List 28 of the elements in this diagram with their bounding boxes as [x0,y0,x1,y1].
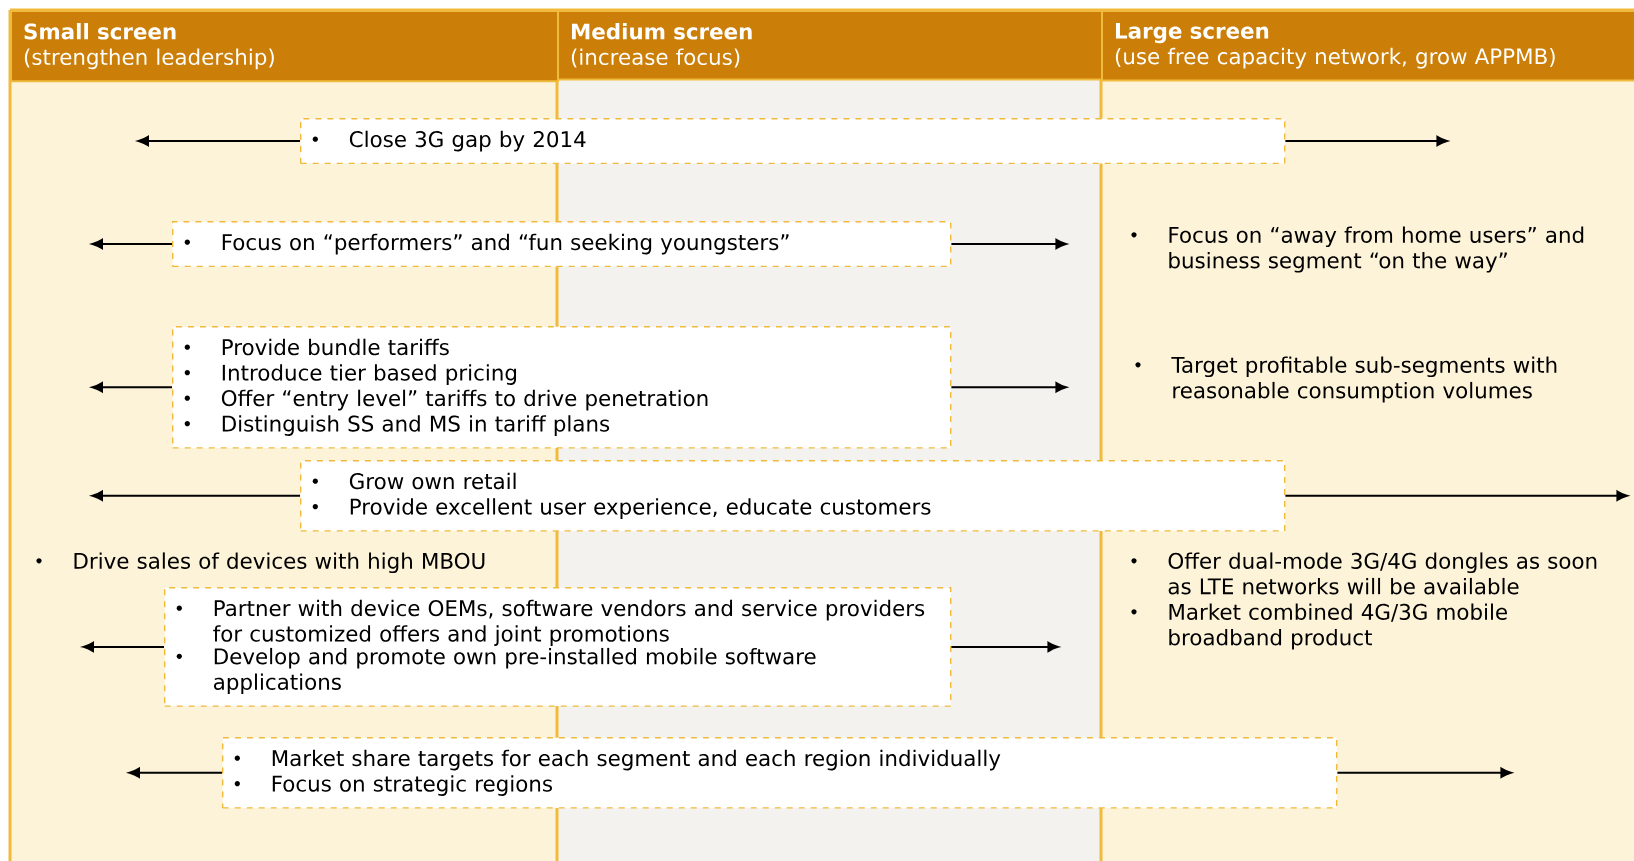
arrow [1336,767,1512,778]
bullet-text: Market combined 4G/3G mobile broadband product [1131,603,1507,650]
bullet-text: Offer dual-mode 3G/4G dongles as soon as LTE networks will be available [1131,552,1597,595]
dashed-box: Focus on “performers” and “fun seeking youngsters” [172,221,952,268]
arrow [950,641,1059,653]
dashed-box: Market share targets for each segment and each region individually Focus on strategic regions [222,737,1338,809]
arrow [950,382,1067,393]
column-header: Large screen (use free capacity network, grow APPMB) [1101,10,1634,82]
arrow [137,135,301,147]
bullet-text: Focus on “away from home users” and business segment “on the way” [1131,226,1584,273]
arrow [91,382,173,393]
arrow [91,238,173,250]
bullet-text: Target profitable sub-segments with reasonable consumption volumes [1135,356,1557,403]
arrow [1284,490,1628,501]
node-label: (use free capacity network, grow APPMB) [1115,47,1555,69]
dashed-box: Provide bundle tariffs Introduce tier based pricing Offer “entry level” tariffs to drive penetration Distinguish SS and MS in tariff plans [172,326,952,449]
column-header: Medium screen (increase focus) [557,10,1103,81]
bullet-text: Drive sales of devices with high MBOU [36,552,485,574]
dashed-box: Close 3G gap by 2014 [300,118,1286,165]
dashed-box: Partner with device OEMs, software vendors and service providers for customized offers and joint promotions Develop and promote own pre-installed mobile software applications [164,587,952,707]
arrow [1284,135,1448,147]
node-label: Large screen [1115,23,1269,44]
arrow [950,238,1067,250]
arrow [128,767,223,778]
arrow [82,641,165,653]
column-header: Small screen (strengthen leadership) [10,10,559,83]
dashed-box: Grow own retail Provide excellent user experience, educate customers [300,460,1286,532]
arrow [91,490,301,501]
